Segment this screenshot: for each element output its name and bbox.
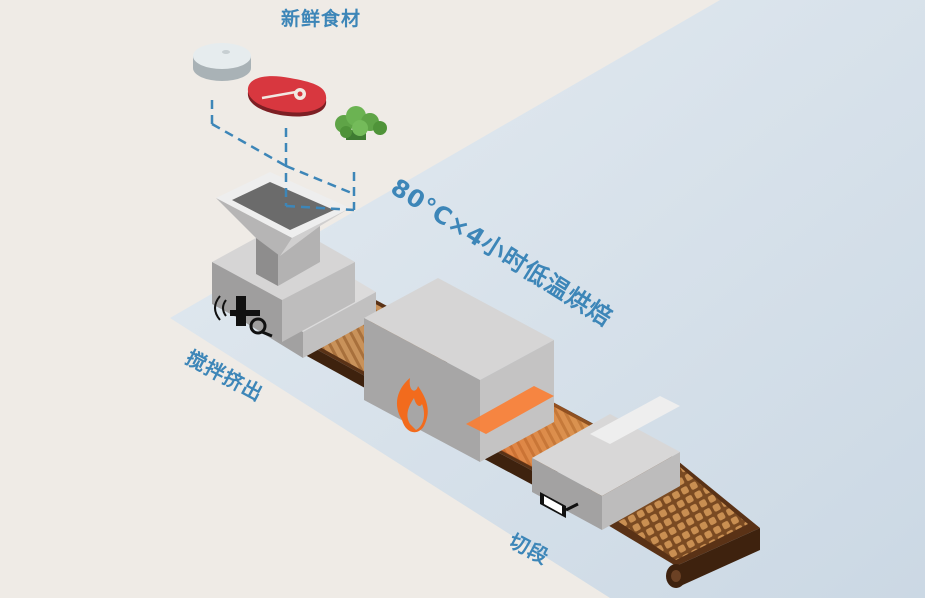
floor-plane xyxy=(170,0,925,598)
oven-machine xyxy=(364,278,554,462)
feed-guide-lines xyxy=(210,100,356,212)
plate-icon xyxy=(193,43,251,81)
cutter-icon xyxy=(540,492,579,518)
mixer-icon xyxy=(214,295,273,338)
steak-icon xyxy=(247,76,327,117)
broccoli-icon xyxy=(335,106,387,140)
cutter-machine xyxy=(532,396,680,530)
fire-icon xyxy=(396,378,428,433)
label-fresh-ingredients: 新鲜食材 xyxy=(281,8,362,30)
mixer-machine xyxy=(212,172,376,358)
